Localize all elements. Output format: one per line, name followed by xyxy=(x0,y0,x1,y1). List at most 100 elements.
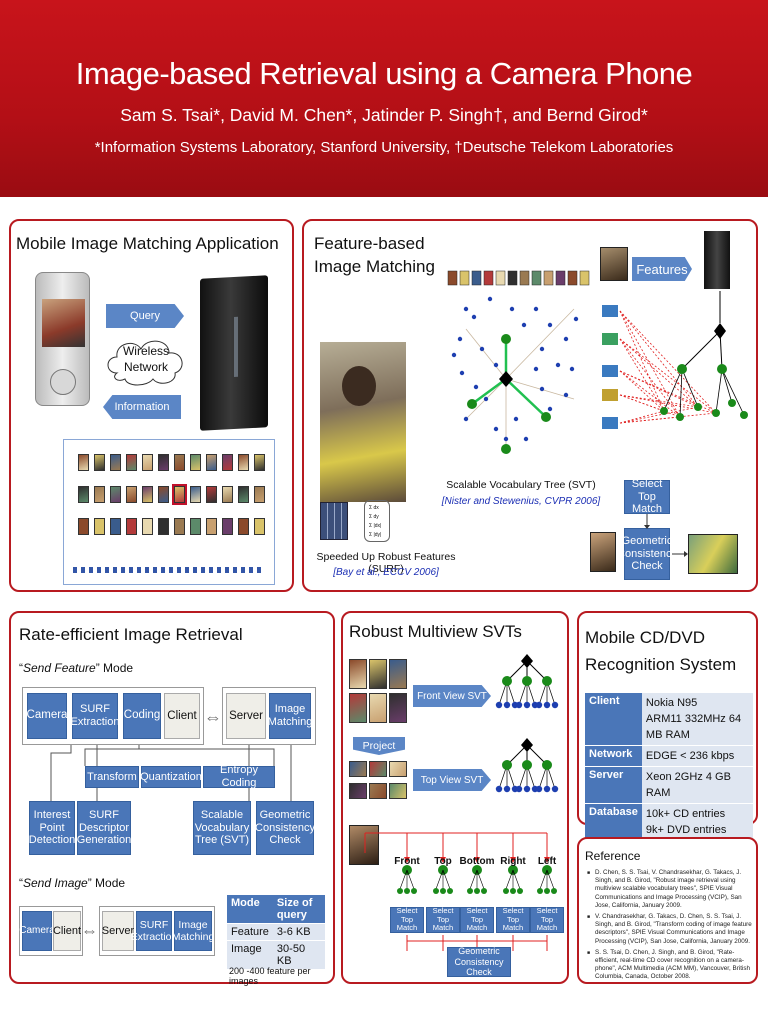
poster-title: Image-based Retrieval using a Camera Pho… xyxy=(75,56,693,91)
spec-value: Xeon 2GHz 4 GB RAM xyxy=(641,766,753,804)
table-cell: 30-50 KB xyxy=(272,940,325,970)
svt-citation: [Nister and Stewenius, CVPR 2006] xyxy=(441,496,601,507)
database-thumbnail xyxy=(126,518,137,535)
svt-database-thumbnail xyxy=(495,270,506,286)
svt-leaf xyxy=(551,701,559,709)
client-box-2: Client xyxy=(53,911,81,951)
front-view-thumbnail xyxy=(349,693,367,723)
view-tree-leaf xyxy=(551,888,557,894)
feature-thumbnail xyxy=(602,333,618,345)
database-thumbnail xyxy=(126,486,137,503)
database-thumbnail xyxy=(254,518,265,535)
match-link xyxy=(619,394,699,408)
feature-point xyxy=(457,336,463,342)
multiview-matching-diagram xyxy=(364,832,557,951)
feature-point xyxy=(533,306,539,312)
database-thumbnail xyxy=(222,454,233,471)
surf-caption: Speeded Up Robust Features (SURF) xyxy=(316,551,456,575)
match-link xyxy=(619,310,717,414)
feature-matching-panel: Feature-based Image Matching Σ dx Σ dy Σ… xyxy=(302,219,758,592)
database-thumbnail xyxy=(94,518,105,535)
reference-item: V. Chandrasekhar, G. Takacs, D. Chen, S.… xyxy=(587,913,753,946)
svt-database-thumbnail xyxy=(483,270,494,286)
svt-node xyxy=(542,760,552,770)
match-link xyxy=(619,394,665,412)
front-view-thumbnail xyxy=(349,659,367,689)
feature-point xyxy=(479,346,485,352)
front-view-thumbnail xyxy=(389,693,407,723)
database-thumbnail xyxy=(78,486,89,503)
database-thumbnail xyxy=(126,454,137,471)
view-tree-leaf xyxy=(440,888,446,894)
svt-green-node xyxy=(501,444,511,454)
information-arrow: Information xyxy=(103,395,181,419)
svt-database-thumbnail xyxy=(507,270,518,286)
image-matching-box-2: Image Matching xyxy=(172,911,214,951)
tree-leaf xyxy=(660,407,668,415)
reference-list: D. Chen, S. S. Tsai, V. Chandrasekhar, G… xyxy=(587,869,753,985)
feature-point xyxy=(451,352,457,358)
match-link xyxy=(619,394,681,418)
send-feature-mode-label: “Send Feature” Mode xyxy=(19,661,133,675)
feature-point xyxy=(547,322,553,328)
database-thumbnail xyxy=(222,518,233,535)
svt-leaf xyxy=(515,701,523,709)
svt-database-thumbnail xyxy=(531,270,542,286)
svt-database-thumbnail xyxy=(519,270,530,286)
multiview-title: Robust Multiview SVTs xyxy=(349,622,522,641)
feature-point xyxy=(471,314,477,320)
database-thumbnail xyxy=(238,486,249,503)
match-link xyxy=(619,394,717,414)
svt-green-node xyxy=(541,412,551,422)
top-view-svt-arrow: Top View SVT xyxy=(413,769,491,791)
vocabulary-tree-diagram xyxy=(447,270,590,454)
view-tree-leaf xyxy=(467,888,473,894)
table-header: Size of query xyxy=(272,895,325,924)
spec-value: EDGE < 236 kbps xyxy=(641,745,753,767)
front-view-svt-arrow: Front View SVT xyxy=(413,685,491,707)
geometric-input-photo xyxy=(590,532,616,572)
svt-root-node xyxy=(499,371,513,387)
select-top-match-box: Select Top Match xyxy=(496,906,530,933)
svt-leaf xyxy=(523,701,531,709)
feature-point xyxy=(513,416,519,422)
view-label-right: Right xyxy=(500,856,526,867)
tree-root xyxy=(714,323,726,339)
view-tree-leaf xyxy=(503,888,509,894)
front-view-thumbnails xyxy=(349,659,411,729)
svt-branch xyxy=(471,377,507,406)
feature-thumbnail xyxy=(602,389,618,401)
svt-database-thumbnail xyxy=(555,270,566,286)
geometric-arrows xyxy=(644,514,688,557)
entropy-coding-box: Entropy Coding xyxy=(203,764,275,789)
database-thumbnail xyxy=(94,454,105,471)
svt-node xyxy=(522,676,532,686)
database-thumbnail xyxy=(158,486,169,503)
top-svt-tree xyxy=(495,738,559,793)
mode-suffix: ” Mode xyxy=(95,661,134,675)
client-box: Client xyxy=(164,693,200,739)
view-tree-leaf xyxy=(447,888,453,894)
top-view-thumbnail xyxy=(349,783,367,799)
top-view-thumbnails xyxy=(349,761,411,805)
table-row: Feature 3-6 KB xyxy=(227,923,325,941)
reference-item: D. Chen, S. S. Tsai, V. Chandrasekhar, G… xyxy=(587,869,753,910)
table-cell: Image xyxy=(227,940,273,970)
coding-box: Coding xyxy=(123,693,161,739)
view-label-front: Front xyxy=(394,856,420,867)
rate-efficient-panel: Rate-efficient Image Retrieval “Send Fea… xyxy=(9,611,335,986)
svt-root xyxy=(521,654,533,668)
database-thumbnail xyxy=(254,486,265,503)
table-cell: Feature xyxy=(227,923,273,941)
svt-leaf xyxy=(535,785,543,793)
feature-thumbnail xyxy=(602,305,618,317)
svt-leaf xyxy=(543,701,551,709)
transform-box: Transform xyxy=(85,766,139,788)
feature-point xyxy=(563,392,569,398)
database-thumbnail xyxy=(190,518,201,535)
svt-database-thumbnail xyxy=(567,270,578,286)
